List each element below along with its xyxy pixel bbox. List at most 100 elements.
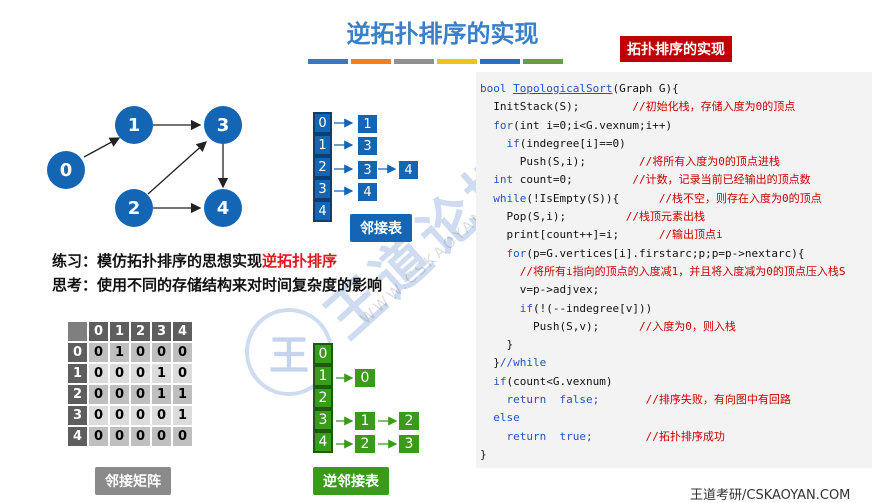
graph-node-1: 1 (115, 106, 153, 144)
code-title-badge: 拓扑排序的实现 (620, 36, 732, 62)
matrix-col-header: 2 (131, 322, 150, 341)
practice-text: 练习：模仿拓扑排序的思想实现逆拓扑排序 (52, 250, 337, 271)
code-line: } (480, 447, 487, 461)
inverse-adj-node: 3 (398, 434, 420, 454)
code-block: bool TopologicalSort(Graph G){ InitStack… (476, 72, 872, 464)
matrix-cell: 0 (89, 385, 108, 404)
matrix-cell: 0 (131, 385, 150, 404)
matrix-cell: 1 (173, 385, 192, 404)
inverse-adj-head-4: 4 (313, 431, 333, 453)
graph-node-2: 2 (115, 189, 153, 227)
adj-node: 4 (398, 160, 419, 180)
inverse-adj-head-3: 3 (313, 409, 333, 431)
matrix-cell: 0 (131, 406, 150, 425)
code-line: if(!(--indegree[v])) (480, 301, 653, 315)
inverse-adj-head-2: 2 (313, 387, 333, 409)
matrix-row-header: 1 (68, 364, 87, 383)
code-line: Push(S,i); //将所有入度为0的顶点进栈 (480, 155, 780, 169)
stripe (437, 59, 477, 64)
matrix-cell: 0 (89, 364, 108, 383)
adj-node: 4 (357, 182, 378, 202)
stripe (523, 59, 563, 64)
stripe (480, 59, 520, 64)
directed-graph (83, 119, 229, 214)
adj-matrix: 0 1 2 3 4 0 0 1 0 0 0 1 0 0 0 1 0 2 0 0 … (66, 320, 194, 448)
stripe (351, 59, 391, 64)
matrix-cell: 0 (131, 427, 150, 446)
code-line: print[count++]=i; //输出顶点i (480, 228, 723, 242)
matrix-cell: 0 (173, 364, 192, 383)
inverse-adj-node: 2 (398, 411, 420, 431)
adj-head-2: 2 (313, 156, 332, 178)
code-line: Push(S,v); //入度为0，则入栈 (480, 319, 736, 333)
adj-head-3: 3 (313, 178, 332, 200)
edge-0-1 (83, 137, 121, 158)
adj-head-1: 1 (313, 134, 332, 156)
matrix-cell: 0 (131, 364, 150, 383)
matrix-row-header: 2 (68, 385, 87, 404)
matrix-col-header: 0 (89, 322, 108, 341)
inverse-adj-arrows (336, 373, 398, 449)
code-line: bool TopologicalSort(Graph G){ (480, 82, 679, 95)
matrix-cell: 0 (152, 427, 171, 446)
code-line: return true; //拓扑排序成功 (480, 429, 725, 443)
code-line: Pop(S,i); //栈顶元素出栈 (480, 210, 705, 224)
matrix-cell: 0 (173, 427, 192, 446)
graph-node-4: 4 (204, 189, 242, 227)
code-line: v=p->adjvex; (480, 283, 600, 297)
matrix-cell: 1 (173, 406, 192, 425)
inverse-adj-head-0: 0 (313, 343, 333, 365)
code-panel: bool TopologicalSort(Graph G){ InitStack… (476, 72, 872, 468)
matrix-cell: 1 (152, 364, 171, 383)
matrix-cell: 0 (110, 427, 129, 446)
code-line: for(p=G.vertices[i].firstarc;p;p=p->next… (480, 246, 805, 260)
stripe (308, 59, 348, 64)
adj-list-heads: 0 1 2 3 4 (313, 112, 332, 222)
code-line: else (480, 411, 520, 425)
adj-head-0: 0 (313, 112, 332, 134)
inverse-adj-node: 1 (354, 411, 376, 431)
matrix-cell: 0 (131, 343, 150, 362)
matrix-row-header: 3 (68, 406, 87, 425)
inverse-adj-node: 2 (354, 434, 376, 454)
code-line: int count=0; //计数，记录当前已经输出的顶点数 (480, 173, 811, 187)
code-line: InitStack(S); //初始化栈，存储入度为0的顶点 (480, 100, 796, 114)
matrix-cell: 1 (152, 385, 171, 404)
practice-highlight: 逆拓扑排序 (262, 252, 338, 270)
graph-node-0: 0 (47, 151, 85, 189)
inverse-adj-head-1: 1 (313, 365, 333, 387)
inverse-adj-label: 逆邻接表 (313, 467, 389, 495)
inverse-adj-node: 0 (354, 368, 376, 388)
matrix-col-header: 1 (110, 322, 129, 341)
stripe (394, 59, 434, 64)
matrix-cell: 0 (152, 406, 171, 425)
code-line: return false; //排序失败，有向图中有回路 (480, 393, 791, 407)
matrix-row-header: 4 (68, 427, 87, 446)
matrix-row-header: 0 (68, 343, 87, 362)
think-text: 思考：使用不同的存储结构来对时间复杂度的影响 (52, 276, 383, 294)
adj-node: 3 (357, 160, 378, 180)
matrix-cell: 0 (89, 406, 108, 425)
code-line: for(int i=0;i<G.vexnum;i++) (480, 118, 673, 132)
adj-list-label: 邻接表 (350, 214, 412, 242)
footer-brand: 王道考研/CSKAOYAN.COM (690, 488, 851, 503)
matrix-col-header: 4 (173, 322, 192, 341)
graph-node-3: 3 (204, 106, 242, 144)
adj-head-4: 4 (313, 200, 332, 222)
code-line: //将所有i指向的顶点的入度减1，并且将入度减为0的顶点压入栈S (480, 264, 846, 278)
matrix-cell: 0 (110, 385, 129, 404)
matrix-cell: 1 (110, 343, 129, 362)
code-line: } (480, 338, 514, 352)
inverse-adj-heads: 0 1 2 3 4 (313, 343, 333, 453)
matrix-cell: 0 (152, 343, 171, 362)
title-stripes (308, 59, 563, 64)
code-line: while(!IsEmpty(S)){ //栈不空，则存在入度为0的顶点 (480, 191, 822, 205)
code-line: if(count<G.vexnum) (480, 374, 613, 388)
matrix-cell: 0 (173, 343, 192, 362)
code-line: }//while (480, 356, 547, 370)
matrix-cell: 0 (89, 343, 108, 362)
matrix-cell: 0 (110, 406, 129, 425)
page-title: 逆拓扑排序的实现 (346, 20, 539, 48)
practice-prefix: 练习：模仿拓扑排序的思想实现 (52, 252, 263, 270)
matrix-col-header: 3 (152, 322, 171, 341)
